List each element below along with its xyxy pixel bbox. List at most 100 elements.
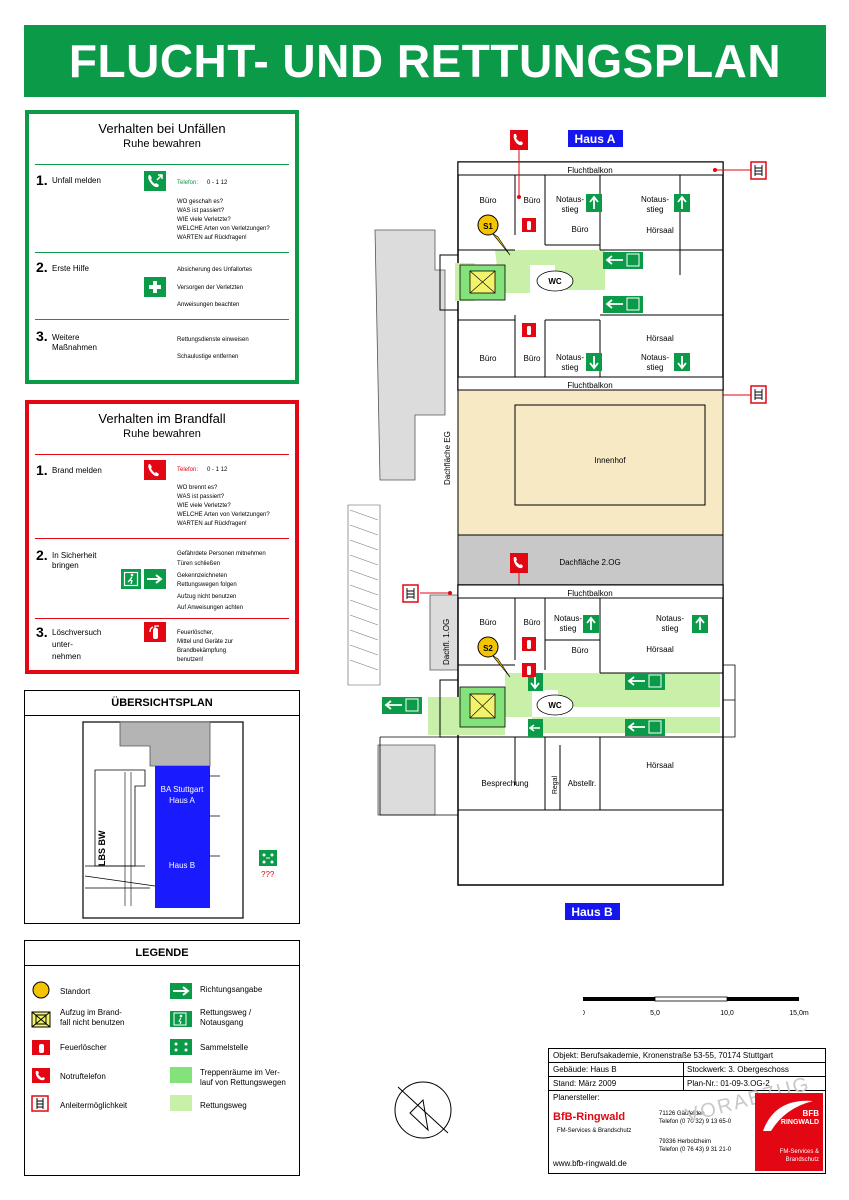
- room-label: Büro: [572, 646, 589, 655]
- step-title: Unfall melden: [52, 176, 101, 185]
- exit-route-sign: [603, 296, 643, 313]
- emergency-exit-icon: [170, 1011, 192, 1027]
- room-label: stieg: [562, 205, 579, 214]
- exit-route-sign: [603, 252, 643, 269]
- step-title: Löschversuch: [52, 628, 102, 637]
- scale-bar: 0 5,0 10,0 15,0m: [583, 996, 809, 1017]
- building-label: Haus A: [169, 796, 195, 805]
- instruction-line: Gefährdete Personen mitnehmen: [177, 551, 266, 557]
- building-label: BA Stuttgart: [161, 785, 204, 794]
- step-title: bringen: [52, 561, 79, 570]
- fire-extinguisher-icon: [522, 218, 536, 232]
- instruction-line: WO brennt es?: [177, 485, 218, 491]
- date-row: Stand: März 2009 Plan-Nr.: 01-09-3.OG-2: [549, 1077, 825, 1091]
- room-label: Regal: [552, 775, 559, 794]
- address-line: 71126 Gäufelden: [659, 1111, 705, 1117]
- step-number: 2.: [36, 547, 48, 563]
- step-title: Brand melden: [52, 466, 102, 475]
- house-label: Haus A: [575, 132, 616, 146]
- scale-label: 5,0: [650, 1010, 660, 1017]
- logo-text: RINGWALD: [780, 1119, 819, 1126]
- company-name: BfB-Ringwald: [553, 1111, 626, 1123]
- phone-label: Telefon:: [177, 180, 199, 186]
- exit-route-sign: [625, 719, 665, 736]
- instruction-line: WAS ist passiert?: [177, 494, 225, 500]
- room-label: Hörsaal: [646, 761, 674, 770]
- exit-route-sign: [382, 697, 422, 714]
- legend-label: fall nicht benutzen: [60, 1018, 125, 1027]
- instruction-line: WARTEN auf Rückfragen!: [177, 235, 247, 241]
- room-label: Büro: [480, 618, 497, 627]
- instruction-line: Türen schließen: [177, 561, 221, 567]
- exit-up-sign: [692, 615, 708, 633]
- title-block: Objekt: Berufsakademie, Kronenstraße 53-…: [548, 1048, 826, 1174]
- exit-up-sign: [583, 615, 599, 633]
- instruction-line: Brandbekämpfung: [177, 648, 227, 654]
- step-number: 1.: [36, 462, 48, 478]
- company-sub: FM-Services & Brandschutz: [557, 1128, 632, 1134]
- step-title: nehmen: [52, 652, 81, 661]
- logo-text: BFB: [802, 1109, 819, 1118]
- step-title: Maßnahmen: [52, 343, 97, 352]
- logo-text: Brandschutz: [785, 1157, 819, 1163]
- phone-number: 0 - 1 12: [207, 180, 228, 186]
- room-label: WC: [548, 701, 562, 710]
- object-row: Objekt: Berufsakademie, Kronenstraße 53-…: [549, 1049, 825, 1063]
- balcony-label: Fluchtbalkon: [567, 381, 612, 390]
- room-label: stieg: [647, 363, 664, 372]
- legend-title: LEGENDE: [25, 941, 299, 966]
- room-label: Büro: [480, 354, 497, 363]
- house-label: Haus B: [571, 905, 613, 919]
- room-label: stieg: [647, 205, 664, 214]
- step-title: unter-: [52, 640, 73, 649]
- instruction-line: WIE viele Verletzte?: [177, 503, 231, 509]
- instruction-line: Mittel und Geräte zur: [177, 639, 234, 645]
- location-marker-s1: [477, 214, 511, 256]
- phone-number: 0 - 1 12: [207, 467, 228, 473]
- step-number: 2.: [36, 259, 48, 275]
- scale-label: 10,0: [720, 1010, 734, 1017]
- instruction-line: Aufzug nicht benutzen: [177, 594, 237, 600]
- step-number: 1.: [36, 172, 48, 188]
- planner-label: Planersteller:: [553, 1093, 600, 1102]
- instruction-line: benutzen!: [177, 657, 204, 663]
- fire-panel: Verhalten im Brandfall Ruhe bewahren 1. …: [25, 400, 299, 674]
- location-icon: [32, 981, 50, 999]
- building-label: Haus B: [169, 861, 195, 870]
- legend-label: Sammelstelle: [200, 1043, 249, 1052]
- divider: [35, 454, 289, 455]
- roof-label: Dachfl. 1.OG: [442, 619, 451, 665]
- legend-label: Anleitermöglichkeit: [60, 1101, 128, 1110]
- location-label: S1: [483, 222, 493, 231]
- instruction-line: Anweisungen beachten: [177, 302, 240, 308]
- room-label: stieg: [562, 363, 579, 372]
- exit-down-sign: [528, 673, 543, 691]
- location-label: S2: [483, 644, 493, 653]
- courtyard-label: Innenhof: [594, 456, 626, 465]
- stairwell-swatch: [170, 1067, 192, 1083]
- escape-route-swatch: [170, 1095, 192, 1111]
- elevator-icon: [31, 1011, 51, 1028]
- step-title: Weitere: [52, 333, 80, 342]
- divider: [35, 319, 289, 320]
- floor-value: Stockwerk: 3. Obergeschoss: [687, 1065, 789, 1074]
- legend: LEGENDE Standort Aufzug im Brand- fall n…: [24, 940, 300, 1176]
- legend-label: Rettungsweg /: [200, 1008, 252, 1017]
- legend-label: Feuerlöscher: [60, 1043, 107, 1052]
- street-label: LBS BW: [97, 830, 107, 866]
- balcony-label: Fluchtbalkon: [567, 589, 612, 598]
- divider: [35, 618, 289, 619]
- company-logo: BFB RINGWALD FM-Services & Brandschutz: [755, 1093, 823, 1171]
- assembly-point-icon: [170, 1039, 192, 1055]
- legend-label: Standort: [60, 987, 91, 996]
- emergency-phone-icon: [510, 130, 528, 150]
- room-label: Büro: [524, 196, 541, 205]
- room-label: Büro: [524, 618, 541, 627]
- address-line: Telefon (0 76 43) 9 31 21-0: [659, 1147, 732, 1153]
- instruction-line: WELCHE Arten von Verletzungen?: [177, 512, 270, 518]
- floor-plan: Dachfläche EG Dachfl. 1.OG Fluchtbalkon …: [347, 130, 767, 920]
- instruction-line: WAS ist passiert?: [177, 208, 225, 214]
- building-row: Gebäude: Haus B Stockwerk: 3. Obergescho…: [549, 1063, 825, 1077]
- fire-subtitle: Ruhe bewahren: [123, 428, 201, 440]
- page-title: FLUCHT- UND RETTUNGSPLAN: [24, 25, 826, 97]
